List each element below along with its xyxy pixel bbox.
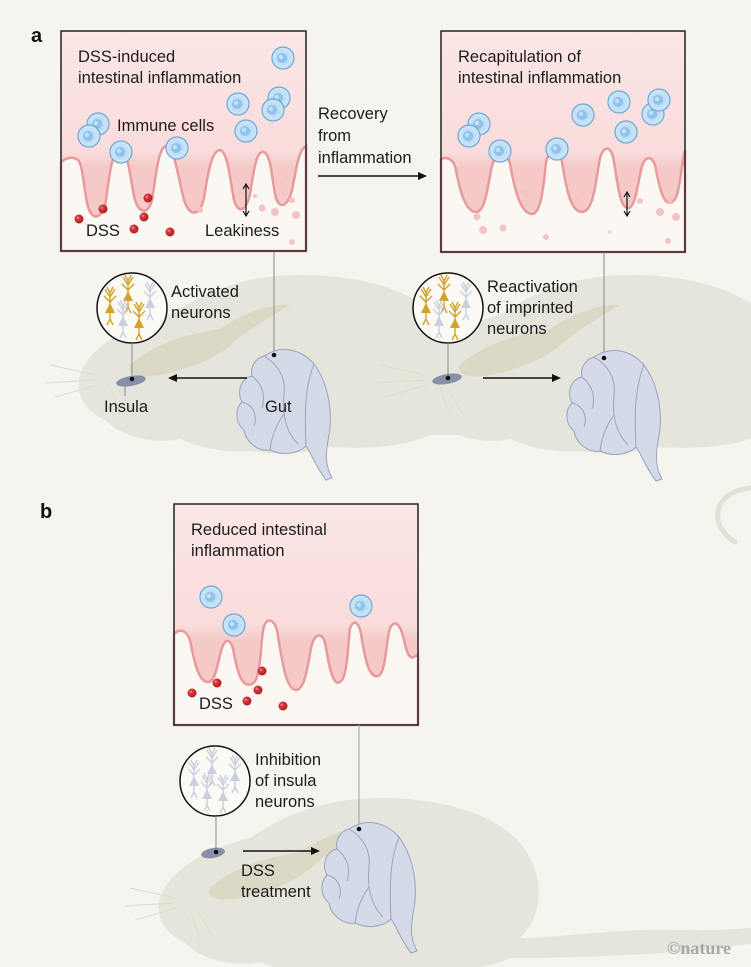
transition-line2: from [318,127,351,145]
insula-icon [201,847,225,859]
gut-label: Gut [265,398,292,416]
mouse-silhouette-3 [124,797,751,967]
svg-text:DSS-induced intestinal inf: DSS-induced intestinal inflammation Immu… [78,48,279,240]
box2-title-line2: intestinal inflammation [458,69,621,87]
gut-to-insula-arrow-icon [168,374,247,382]
insula-to-gut-arrow-icon [483,374,561,382]
inhibition-line3: neurons [255,793,315,811]
panel-b-letter: b [40,501,52,523]
connector-dot [271,352,277,358]
connector-dot [601,355,607,361]
immune-cells-label: Immune cells [117,117,214,135]
box-reduced-inflammation [172,503,420,727]
dss-label: DSS [199,695,233,713]
dss-treatment-line2: treatment [241,883,311,901]
leak-particles [197,175,300,245]
dss-treatment-line1: DSS [241,862,275,880]
inhibition-line1: Inhibition [255,751,321,769]
transition-line1: Recovery [318,105,388,123]
svg-text:Reduced intestinal inflamm: Reduced intestinal inflammation DSS [191,521,331,713]
neurons-circle-inhibited [179,745,251,817]
box2-title-line1: Recapitulation of [458,48,581,66]
inhibition-line2: of insula [255,772,317,790]
box-dss-induced-inflammation [59,30,308,253]
neurons-circle-activated [96,272,168,344]
panel-a-letter: a [31,25,43,47]
svg-text:Recapitulation of intestin: Recapitulation of intestinal inflammatio… [458,48,621,87]
svg-text:Reactivation of imprinted: Reactivation of imprinted neurons [487,278,582,338]
activated-neurons-line2: neurons [171,304,231,322]
insula-label: Insula [104,398,149,416]
reactivation-line3: neurons [487,320,547,338]
box1-title-line1: DSS-induced [78,48,175,66]
box3-title-line2: inflammation [191,542,285,560]
dss-label: DSS [86,222,120,240]
nature-credit: ©nature [666,938,731,958]
reactivation-line2: of imprinted [487,299,573,317]
leak-particles [473,189,680,244]
box3-title-line1: Reduced intestinal [191,521,327,539]
svg-text:Activated neurons Insu: Activated neurons Insula Gut [104,283,292,416]
activated-neurons-line1: Activated [171,283,239,301]
svg-text:Recovery from inflamma: Recovery from inflammation [318,105,412,167]
neurons-circle-reactivated [412,272,484,344]
box-recapitulation [439,30,687,254]
svg-text:Inhibition of insula n: Inhibition of insula neurons DSS treatme… [241,751,326,901]
dss-treatment-arrow-icon [243,847,320,855]
connector-dot [356,826,362,832]
leakiness-arrow-icon [242,182,250,218]
recovery-arrow-icon [318,172,427,180]
box1-title-line2: intestinal inflammation [78,69,241,87]
leakiness-label: Leakiness [205,222,279,240]
mouse-tail [715,485,751,545]
reactivation-line1: Reactivation [487,278,578,296]
leakiness-arrow-icon [623,190,631,218]
transition-line3: inflammation [318,149,412,167]
